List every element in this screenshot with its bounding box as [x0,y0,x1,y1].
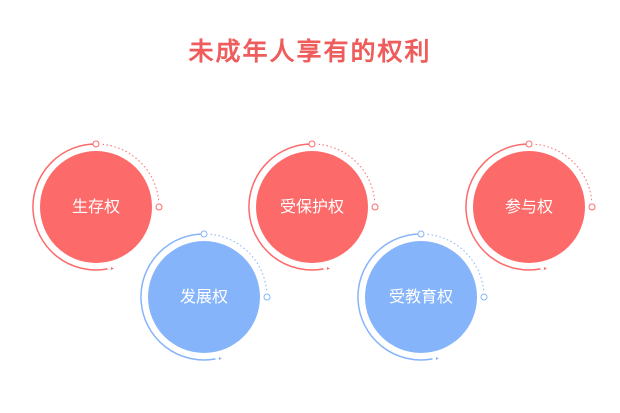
node-ring [32,140,163,271]
node-dotted-arc [102,143,160,202]
node-arrow-tip [218,357,222,360]
node-label: 参与权 [504,197,553,216]
node-arrow-tip [326,267,330,270]
node-marker-right [155,203,163,211]
node-outer-arc [465,143,541,271]
node-label: 受保护权 [279,197,344,216]
node-protection-right: 受保护权 [242,137,382,277]
node-fill [148,241,260,353]
node-fill [40,151,152,263]
node-arrow-tip [543,267,547,270]
node-outer-arc [357,233,433,361]
node-dotted-arc [427,233,485,292]
node-marker-top [308,140,316,148]
node-marker-top [92,140,100,148]
node-ring [140,230,271,361]
node-education-right: 受教育权 [351,227,491,367]
node-label: 生存权 [71,197,120,216]
node-arrow-tip [435,357,439,360]
node-participation-right: 参与权 [459,137,599,277]
node-dotted-arc [210,233,268,292]
node-fill [365,241,477,353]
node-outer-arc [248,143,324,271]
node-outer-arc [140,233,216,361]
node-fill [256,151,368,263]
node-arrow-tip [110,267,114,270]
node-fill [473,151,585,263]
node-development-right: 发展权 [134,227,274,367]
node-marker-top [417,230,425,238]
node-ring [465,140,596,271]
node-dotted-arc [318,143,376,202]
node-marker-right [263,293,271,301]
node-label: 发展权 [179,287,228,306]
node-ring [248,140,379,271]
node-marker-right [588,203,596,211]
node-dotted-arc [535,143,593,202]
diagram-title: 未成年人享有的权利 [188,37,432,66]
node-marker-top [200,230,208,238]
node-outer-arc [32,143,108,271]
node-survival-right: 生存权 [26,137,166,277]
node-label: 受教育权 [388,287,453,306]
node-ring [357,230,488,361]
node-marker-top [525,140,533,148]
node-marker-right [480,293,488,301]
node-marker-right [371,203,379,211]
